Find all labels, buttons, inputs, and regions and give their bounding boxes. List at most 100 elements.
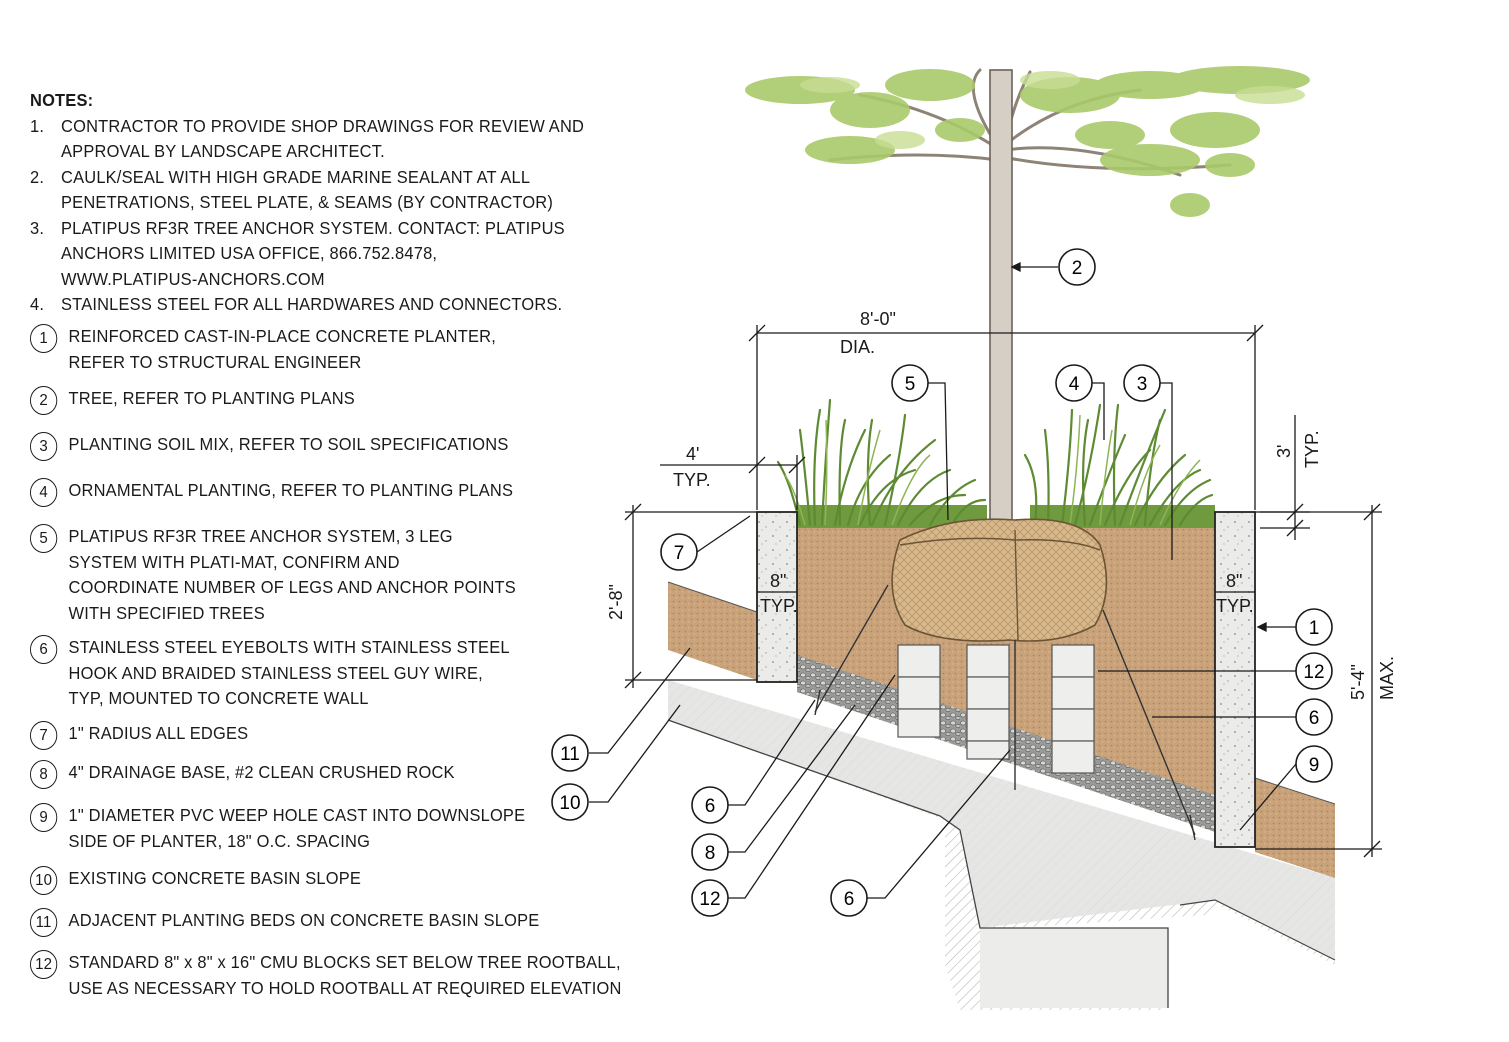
concrete-planter-wall-left [756,511,798,683]
legend-number-circle: 10 [30,866,58,895]
legend-number-circle: 3 [30,432,58,461]
legend-text: EXISTING CONCRETE BASIN SLOPE [68,868,362,888]
rootball [891,518,1108,642]
note-number: 1. [30,115,45,136]
legend-item-10: 10 EXISTING CONCRETE BASIN SLOPE [30,866,650,895]
note-number: 2. [30,166,45,187]
svg-text:11: 11 [560,744,580,765]
svg-text:9: 9 [1309,755,1320,776]
note-item: 2. CAULK/SEAL WITH HIGH GRADE MARINE SEA… [30,165,603,216]
dim-wall-base-left: 8" [770,571,786,591]
svg-text:2: 2 [1072,258,1083,279]
callout-4: 4 [1055,364,1093,402]
legend-number-circle: 8 [30,760,58,789]
dim-diameter-note: DIA. [840,337,875,357]
legend-item-11: 11 ADJACENT PLANTING BEDS ON CONCRETE BA… [30,908,650,937]
dim-right-height: 5'-4" [1348,664,1368,700]
legend-number-circle: 9 [30,803,58,832]
legend-item-7: 7 1" RADIUS ALL EDGES [30,721,650,750]
legend-number-circle: 11 [30,908,58,937]
dim-diameter: 8'-0" [860,309,896,329]
legend-text: REINFORCED CAST-IN-PLACE CONCRETE PLANTE… [68,326,496,372]
dim-freeboard-note: TYP. [1302,430,1322,468]
legend-text: ADJACENT PLANTING BEDS ON CONCRETE BASIN… [68,910,540,930]
legend-item-2: 2 TREE, REFER TO PLANTING PLANS [30,386,650,415]
legend-text: ORNAMENTAL PLANTING, REFER TO PLANTING P… [68,480,514,500]
legend-item-9: 9 1" DIAMETER PVC WEEP HOLE CAST INTO DO… [30,803,650,854]
dimension-lines [624,324,1382,858]
dim-wall-top-note: TYP. [673,470,711,490]
callout-leaders [589,261,1297,899]
legend-item-1: 1 REINFORCED CAST-IN-PLACE CONCRETE PLAN… [30,324,650,375]
dim-freeboard: 3' [1274,445,1294,458]
cmu-blocks [897,644,1095,774]
callout-8: 8 [691,833,729,871]
legend-item-12: 12 STANDARD 8" x 8" x 16" CMU BLOCKS SET… [30,950,650,1001]
note-text: CAULK/SEAL WITH HIGH GRADE MARINE SEALAN… [61,166,554,213]
legend-text: PLANTING SOIL MIX, REFER TO SOIL SPECIFI… [68,434,509,454]
note-text: STAINLESS STEEL FOR ALL HARDWARES AND CO… [61,294,563,314]
note-item: 1. CONTRACTOR TO PROVIDE SHOP DRAWINGS F… [30,114,603,165]
guy-wires [814,584,1196,841]
concrete-planter-wall-right [1214,511,1256,848]
callout-12-right: 12 [1295,652,1333,690]
svg-text:12: 12 [699,889,720,910]
callout-12-left: 12 [691,879,729,917]
svg-text:8: 8 [705,843,716,864]
callout-6-left: 6 [691,786,729,824]
legend-item-8: 8 4" DRAINAGE BASE, #2 CLEAN CRUSHED ROC… [30,760,650,789]
dim-left-height: 2'-8" [606,584,626,620]
note-item: 4. STAINLESS STEEL FOR ALL HARDWARES AND… [30,292,603,318]
svg-text:6: 6 [844,889,855,910]
legend-number-circle: 4 [30,478,58,507]
notes-block: NOTES: 1. CONTRACTOR TO PROVIDE SHOP DRA… [30,88,603,318]
legend-text: STAINLESS STEEL EYEBOLTS WITH STAINLESS … [68,637,510,708]
legend-text: PLATIPUS RF3R TREE ANCHOR SYSTEM, 3 LEG … [68,526,516,623]
legend-text: 1" DIAMETER PVC WEEP HOLE CAST INTO DOWN… [68,805,526,851]
dim-wall-base-left-note: TYP. [760,596,798,616]
legend-item-6: 6 STAINLESS STEEL EYEBOLTS WITH STAINLES… [30,635,650,712]
callout-6-bottom: 6 [830,879,868,917]
callout-10: 10 [551,783,589,821]
svg-text:6: 6 [1309,708,1320,729]
legend-number-circle: 5 [30,524,58,553]
svg-text:6: 6 [705,796,716,817]
legend-item-4: 4 ORNAMENTAL PLANTING, REFER TO PLANTING… [30,478,650,507]
callout-5: 5 [891,364,929,402]
ornamental-planting-right [1023,403,1215,528]
dim-right-height-note: MAX. [1377,656,1397,700]
legend-text: 4" DRAINAGE BASE, #2 CLEAN CRUSHED ROCK [68,762,455,782]
ornamental-planting-left [776,398,987,528]
legend-text: STANDARD 8" x 8" x 16" CMU BLOCKS SET BE… [68,952,622,998]
callout-6-right: 6 [1295,698,1333,736]
tree-trunk [989,69,1013,521]
callout-1: 1 [1295,608,1333,646]
dimension-labels: 8'-0" DIA. 4' TYP. 8" TYP. 8" TYP. 3' TY… [606,309,1397,700]
callout-9: 9 [1295,745,1333,783]
adjacent-planting-bed [667,581,1336,878]
note-item: 3. PLATIPUS RF3R TREE ANCHOR SYSTEM. CON… [30,216,603,293]
svg-text:4: 4 [1069,374,1080,395]
callout-11: 11 [551,734,589,772]
svg-text:1: 1 [1309,618,1320,639]
note-number: 4. [30,294,45,314]
legend-text: TREE, REFER TO PLANTING PLANS [68,388,355,408]
svg-text:7: 7 [674,543,685,564]
legend-text: 1" RADIUS ALL EDGES [68,723,249,743]
dim-wall-base-right-note: TYP. [1216,596,1254,616]
dim-wall-top: 4' [686,444,699,464]
svg-text:5: 5 [905,374,916,395]
notes-title: NOTES: [30,90,94,110]
callout-2: 2 [1058,248,1096,286]
svg-text:12: 12 [1303,662,1324,683]
svg-text:10: 10 [559,793,580,814]
legend-number-circle: 2 [30,386,58,415]
legend-number-circle: 12 [30,950,58,979]
legend-number-circle: 1 [30,324,58,353]
concrete-basin-slope [667,680,1336,1010]
legend-item-3: 3 PLANTING SOIL MIX, REFER TO SOIL SPECI… [30,432,650,461]
callout-bubbles: 2 5 4 3 7 1 12 6 9 11 10 6 8 12 6 [551,248,1333,917]
note-text: PLATIPUS RF3R TREE ANCHOR SYSTEM. CONTAC… [61,217,565,289]
legend-number-circle: 6 [30,635,58,664]
